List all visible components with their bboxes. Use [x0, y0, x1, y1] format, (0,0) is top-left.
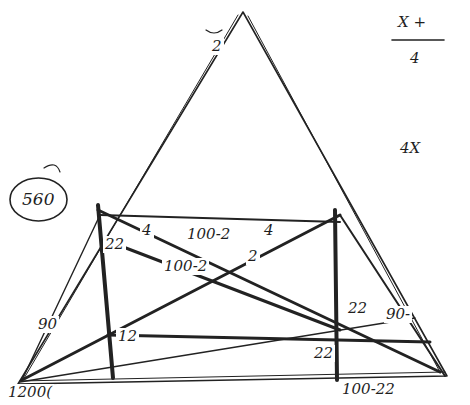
angle-label: 90 [36, 316, 59, 333]
angle-label: X + [396, 14, 428, 31]
altitude-line [98, 205, 113, 378]
angle-label: 4 [262, 222, 276, 239]
angle-label: 4 [408, 50, 422, 67]
angle-label: 90- [384, 306, 412, 323]
angle-label: 4 [140, 222, 154, 239]
angle-label: 22 [346, 300, 369, 317]
angle-label: 100-2 [185, 226, 232, 243]
angle-label: 100-2 [162, 258, 209, 275]
angle-label: 2 [246, 248, 260, 265]
sketch-stroke [248, 16, 440, 372]
angle-label: 100-22 [340, 381, 397, 398]
angle-mark [206, 30, 222, 33]
fraction-bar [392, 39, 444, 41]
segment-line [340, 215, 445, 376]
triangle-outline [18, 12, 447, 384]
circled-number: 560 [8, 176, 69, 223]
angle-label: 1200( [6, 384, 54, 401]
angle-label: 12 [116, 328, 139, 345]
angle-label: 22 [312, 345, 335, 362]
angle-label: 22 [103, 236, 126, 253]
segment-line [105, 240, 340, 330]
angle-label: 2 [210, 38, 224, 55]
circle-outline [10, 178, 67, 221]
segment-line [22, 215, 100, 380]
altitude-line [335, 210, 337, 380]
sketch-stroke [44, 165, 60, 172]
sketch-stroke [20, 372, 445, 381]
segment-line [100, 215, 340, 222]
circled-value: 560 [22, 190, 54, 209]
segment-line [20, 318, 415, 382]
angle-label: 4X [398, 140, 422, 157]
